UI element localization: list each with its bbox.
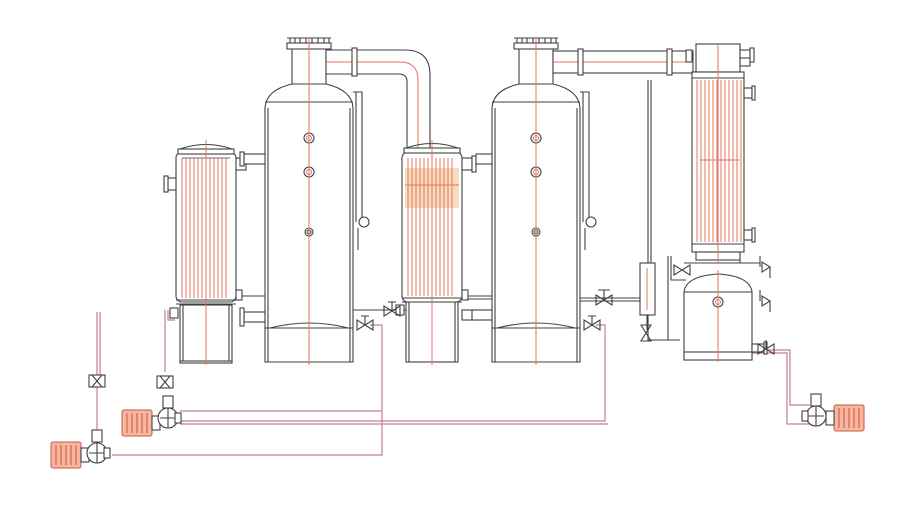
valve (88, 374, 106, 388)
valve (759, 290, 772, 312)
pump-1 (121, 395, 182, 437)
valve (673, 264, 691, 276)
preheater-1 (163, 140, 247, 365)
vapour-line-to-condenser (552, 48, 694, 76)
condenser (685, 43, 756, 262)
pump-2 (50, 429, 111, 469)
condenser-tube-bundle (696, 80, 742, 242)
valve (759, 256, 772, 278)
evaporator-2 (471, 37, 597, 365)
receiver-tank (683, 270, 768, 362)
valve (640, 324, 652, 342)
valve (356, 315, 374, 331)
preheater-2 (395, 140, 477, 365)
valve (595, 289, 613, 306)
valve (383, 301, 401, 317)
valves (88, 256, 775, 389)
valve (583, 315, 601, 331)
separator-column (639, 262, 656, 330)
valve (757, 340, 775, 355)
evaporator-1 (239, 37, 370, 365)
valve (156, 375, 174, 389)
pump-3 (801, 393, 865, 432)
